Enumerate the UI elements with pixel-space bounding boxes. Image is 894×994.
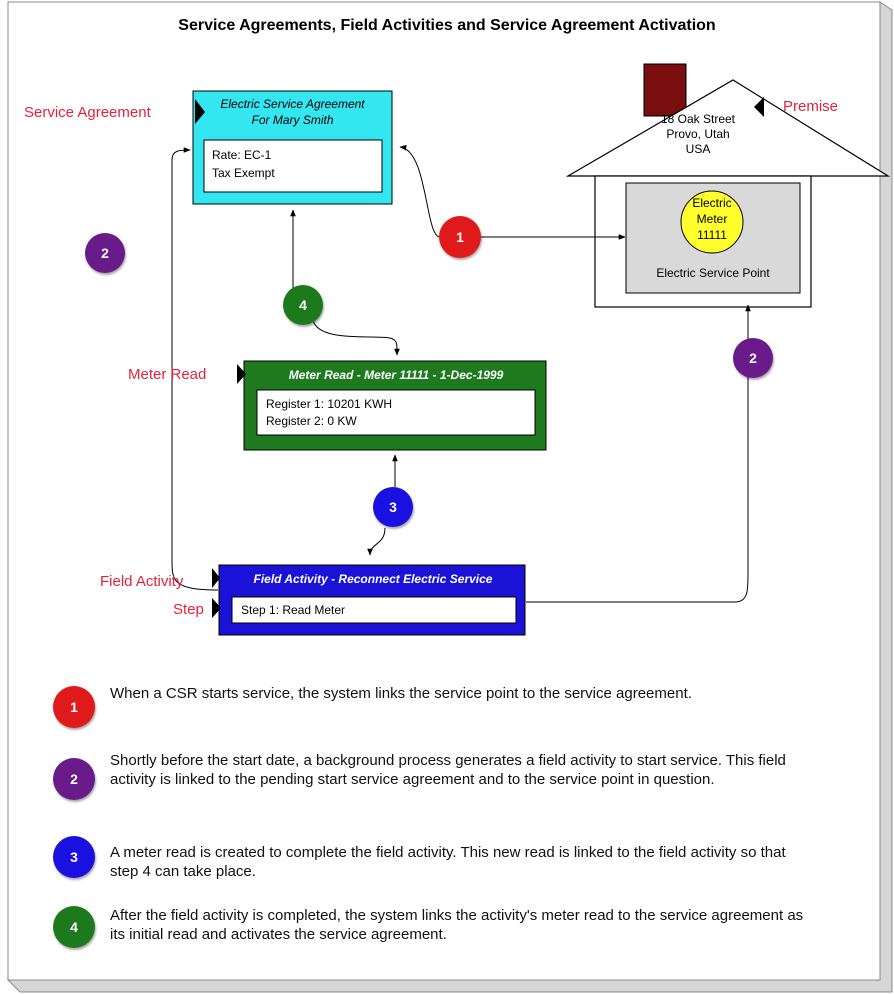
service-agreement-box xyxy=(192,90,393,205)
marker-2-left: 2 xyxy=(85,233,125,273)
field-activity-title: Field Activity - Reconnect Electric Serv… xyxy=(253,572,493,586)
label-premise: Premise xyxy=(783,98,839,115)
marker-3: 3 xyxy=(373,487,413,527)
connectors xyxy=(171,144,751,603)
agreement-details: Rate: EC-1 Tax Exempt xyxy=(212,146,275,182)
address-line2: Provo, Utah xyxy=(666,127,730,141)
legend-marker-3: 3 xyxy=(53,836,95,878)
meter-label: Electric Meter 11111 xyxy=(681,195,743,243)
field-activity-pointer xyxy=(212,568,220,588)
label-field-activity: Field Activity xyxy=(100,573,184,590)
legend-text-2: Shortly before the start date, a backgro… xyxy=(110,752,786,788)
meter-read-pointer xyxy=(237,364,246,384)
legend-marker-1: 1 xyxy=(53,686,95,728)
field-activity-step: Step 1: Read Meter xyxy=(241,603,346,617)
legend-marker-2: 2 xyxy=(53,758,95,800)
register-1: Register 1: 10201 KWH xyxy=(266,397,393,411)
legend-text-3: A meter read is created to complete the … xyxy=(110,844,786,880)
legend-marker-4: 4 xyxy=(53,906,95,948)
agreement-pointer xyxy=(195,99,205,124)
meter-read-registers: Register 1: 10201 KWH Register 2: 0 KW xyxy=(266,396,392,430)
agreement-title-line2: For Mary Smith xyxy=(251,113,334,127)
agreement-tax: Tax Exempt xyxy=(212,166,275,180)
house-premise xyxy=(565,63,891,308)
agreement-title: Electric Service Agreement For Mary Smit… xyxy=(193,96,392,128)
service-point-label: Electric Service Point xyxy=(656,266,770,280)
connector-4-to-meter-read xyxy=(312,319,400,356)
agreement-title-line1: Electric Service Agreement xyxy=(220,97,365,111)
diagram-title: Service Agreements, Field Activities and… xyxy=(178,17,716,34)
premise-address: 18 Oak Street Provo, Utah USA xyxy=(648,112,748,157)
marker-4: 4 xyxy=(283,285,323,325)
marker-1: 1 xyxy=(439,216,481,258)
connector-2-to-service-point xyxy=(526,304,751,603)
meter-line2: Meter xyxy=(696,212,728,226)
electric-meter xyxy=(680,190,744,254)
connector-3-to-field-activity xyxy=(367,527,386,556)
marker-2-right: 2 xyxy=(733,338,773,378)
agreement-rate: Rate: EC-1 xyxy=(212,148,272,162)
connector-2-to-agreement xyxy=(171,147,219,591)
connector-1-to-agreement xyxy=(399,144,441,238)
chimney xyxy=(643,63,687,117)
address-line1: 18 Oak Street xyxy=(660,112,736,126)
legend-text-4: After the field activity is completed, t… xyxy=(110,907,804,943)
meter-line3: 11111 xyxy=(697,228,727,242)
meter-read-box xyxy=(237,360,547,451)
address-line3: USA xyxy=(685,142,711,156)
step-pointer xyxy=(212,598,221,618)
legend-text-1: When a CSR starts service, the system li… xyxy=(110,685,692,702)
field-activity-box xyxy=(212,564,526,636)
register-2: Register 2: 0 KW xyxy=(266,414,357,428)
label-step: Step xyxy=(173,601,204,618)
premise-pointer xyxy=(754,97,764,117)
label-meter-read: Meter Read xyxy=(128,366,207,383)
meter-line1: Electric xyxy=(692,196,732,210)
label-service-agreement: Service Agreement xyxy=(24,104,151,121)
meter-read-title: Meter Read - Meter 11111 - 1-Dec-1999 xyxy=(288,368,504,382)
